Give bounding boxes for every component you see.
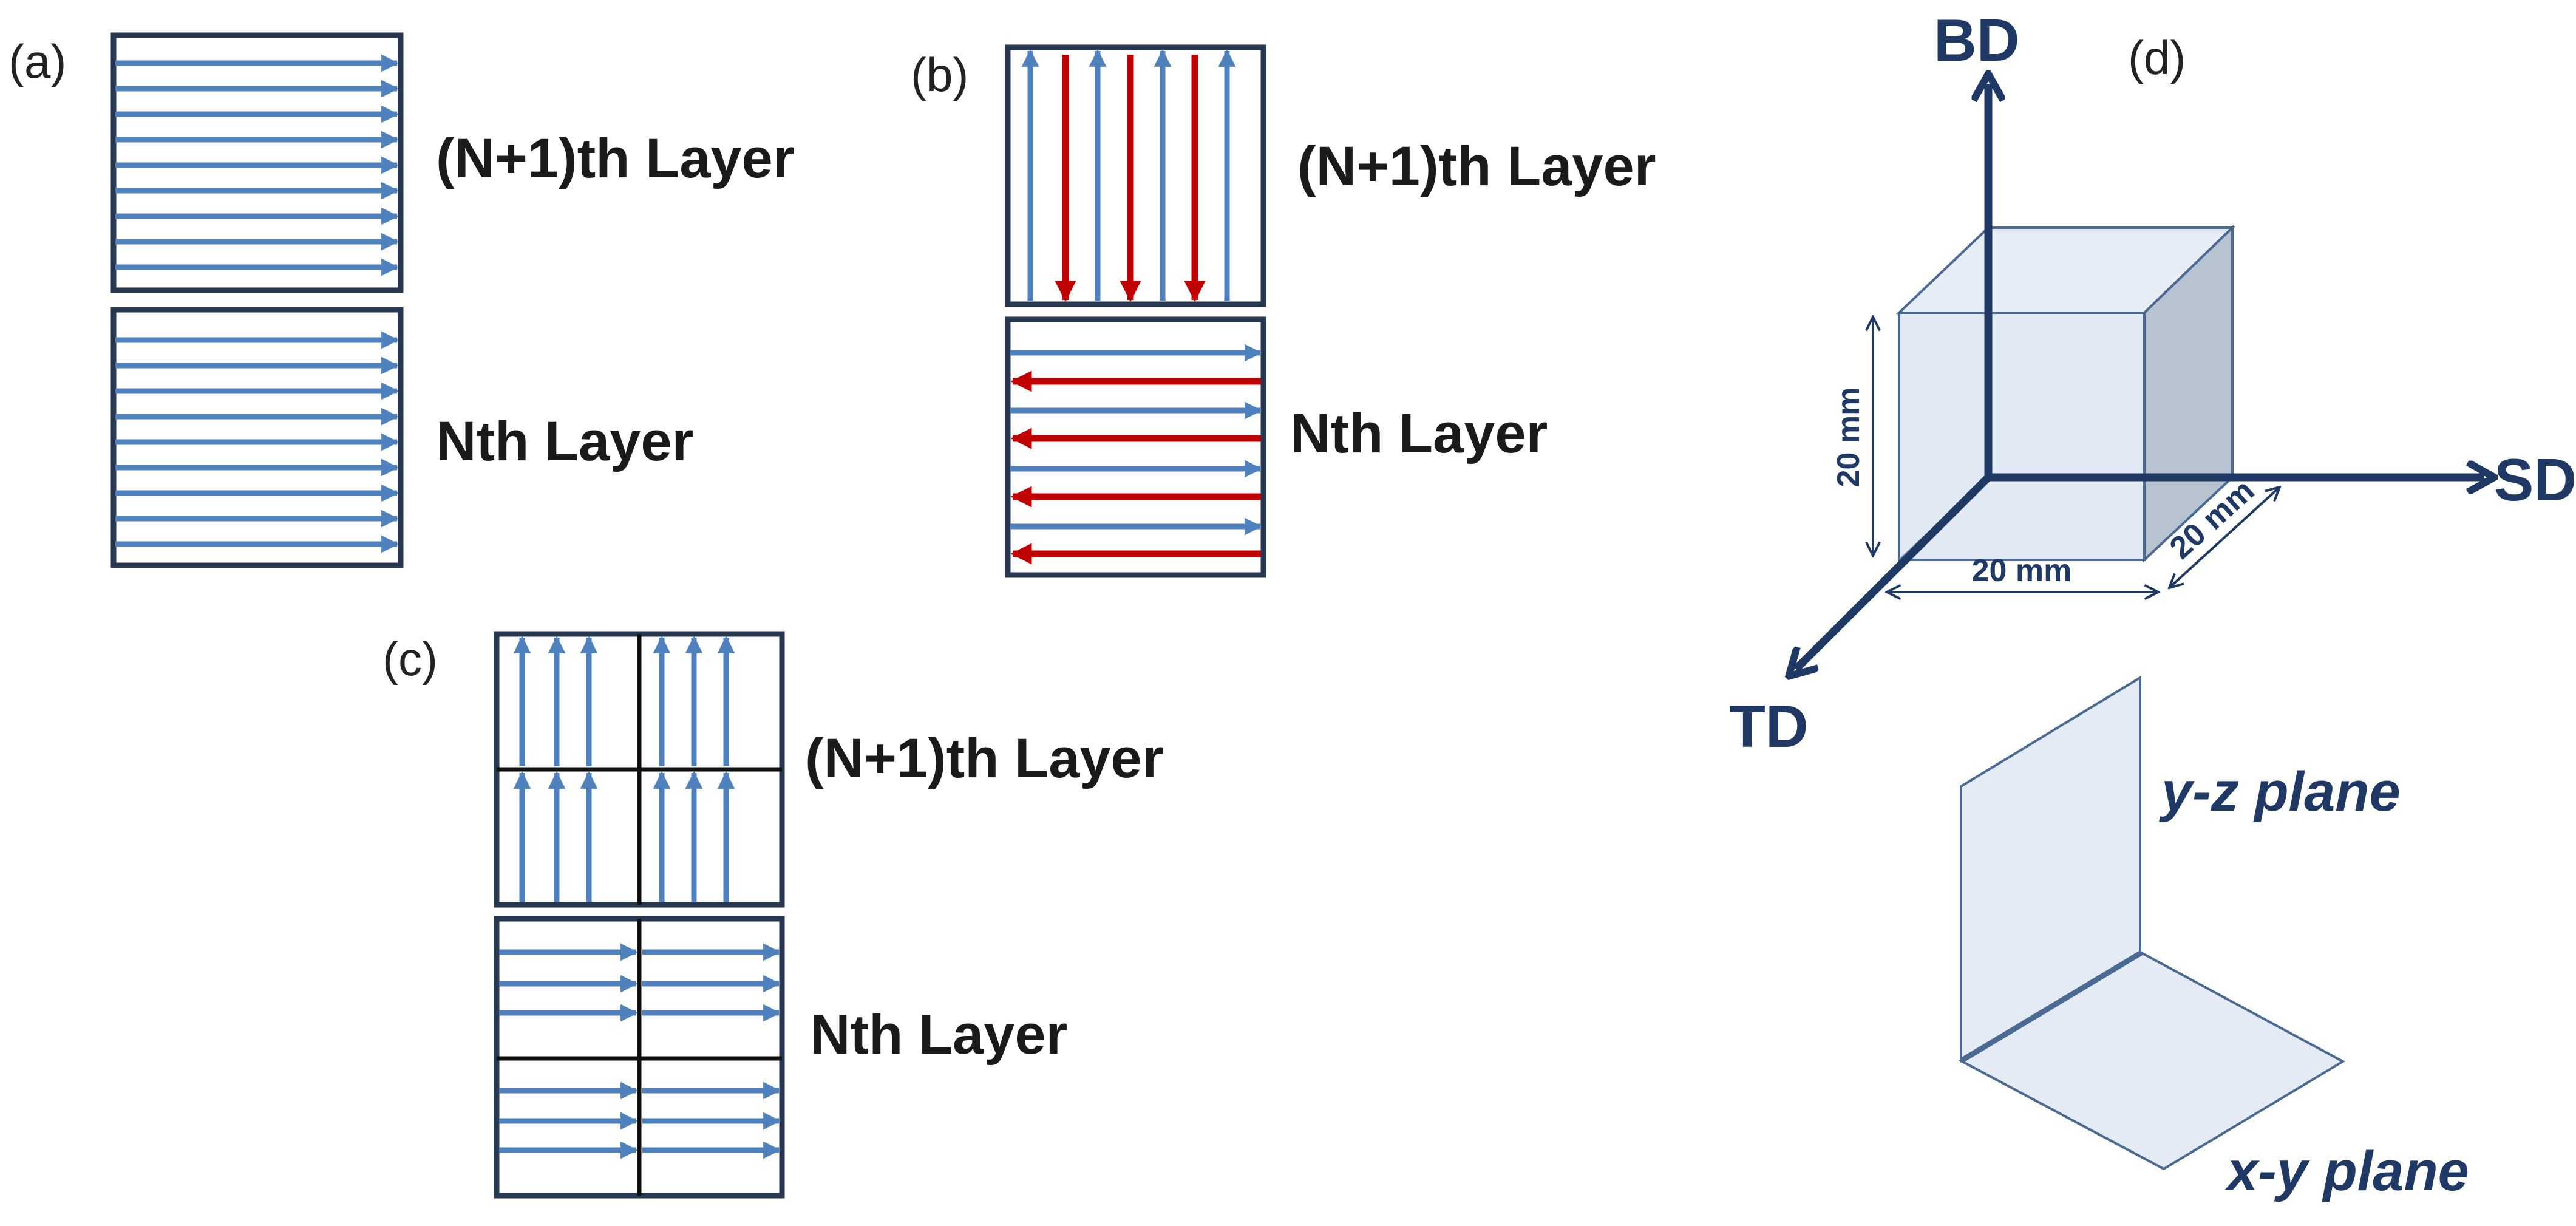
scan-vectors — [513, 636, 735, 902]
panel-a-upper-layer-label: (N+1)th Layer — [436, 128, 795, 189]
plane-intersection-edge — [1959, 950, 2143, 1063]
panel-b-lower-layer-label: Nth Layer — [1290, 403, 1548, 465]
bd-axis-label: BD — [1934, 7, 2020, 73]
layer-frame — [1005, 44, 1266, 307]
layer-frame — [110, 307, 404, 568]
panel-c-label: (c) — [382, 632, 438, 686]
panel-b-label: (b) — [911, 48, 968, 101]
scan-vectors — [1021, 49, 1236, 302]
x-y-plane-label: x-y plane — [2224, 1140, 2469, 1202]
panel-b-upper-layer-label: (N+1)th Layer — [1297, 135, 1656, 197]
cube-front-face — [1898, 312, 2146, 561]
depth-dimension-icon — [2169, 487, 2280, 588]
panel-d-label: (d) — [2128, 31, 2186, 84]
panel-d: (d) BD SD TD 20 mm 20 mm 20 mm — [1729, 7, 2576, 1202]
layer-frame — [1005, 316, 1266, 578]
panel-c-lower-layer-label: Nth Layer — [810, 1004, 1067, 1066]
td-axis-label: TD — [1729, 693, 1809, 760]
panel-a-upper-layer — [110, 32, 404, 293]
scan-vectors — [1010, 344, 1262, 565]
scan-vectors — [115, 54, 399, 276]
panel-a-lower-layer-label: Nth Layer — [436, 410, 693, 472]
panel-a-label: (a) — [8, 35, 66, 88]
td-axis-arrow-icon — [1796, 474, 1991, 669]
panel-c-upper-layer-label: (N+1)th Layer — [805, 727, 1164, 789]
panel-c: (c) (N+1)th Layer Nth Layer — [382, 631, 1164, 1199]
panel-b-upper-layer — [1005, 44, 1266, 307]
scan-vectors — [115, 331, 399, 553]
panel-c-upper-layer — [494, 631, 785, 908]
panel-c-lower-layer — [494, 916, 785, 1199]
panel-b: (b) (N+1)th Layer Nth Layer — [911, 44, 1656, 578]
height-dimension-label: 20 mm — [1831, 387, 1866, 488]
panel-a: (a) (N+1)th Layer Nth Layer — [8, 32, 795, 568]
panel-a-lower-layer — [110, 307, 404, 568]
reference-planes: y-z plane x-y plane — [1958, 675, 2469, 1202]
scan-vectors — [499, 943, 781, 1159]
specimen-cube — [1896, 225, 2235, 563]
y-z-plane-label: y-z plane — [2159, 761, 2401, 823]
panel-b-lower-layer — [1005, 316, 1266, 578]
coordinate-axes: BD SD TD — [1729, 7, 2576, 760]
sd-axis-label: SD — [2494, 446, 2576, 513]
width-dimension-label: 20 mm — [1972, 553, 2072, 588]
